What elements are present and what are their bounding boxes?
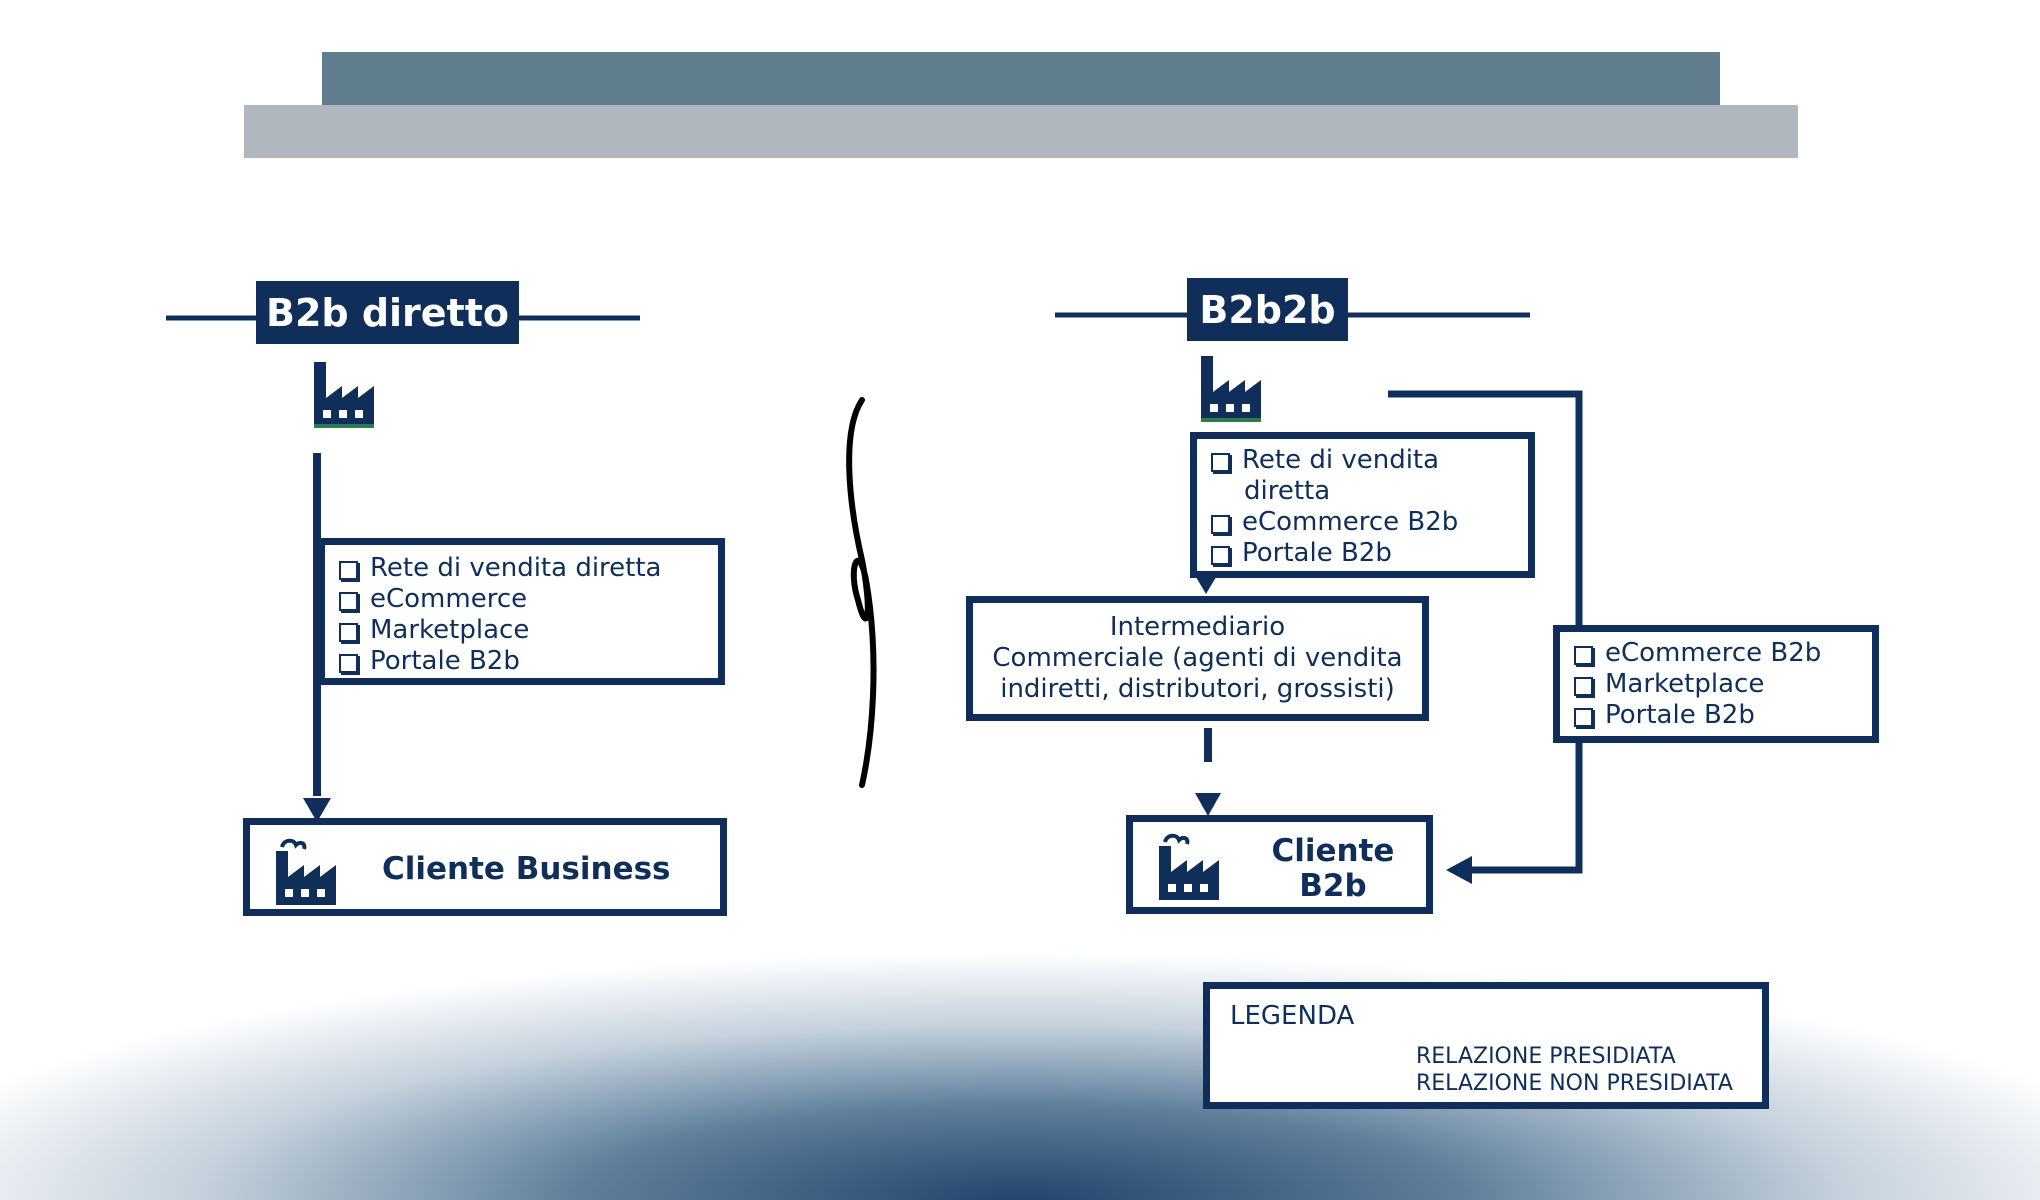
checkbox-icon: [1211, 546, 1230, 565]
direct-channels-box: eCommerce B2b Marketplace Portale B2b: [1553, 625, 1879, 743]
list-item: Rete di vendita: [1207, 445, 1518, 476]
list-item: Rete di vendita diretta: [335, 553, 708, 584]
list-item: eCommerce: [335, 584, 708, 615]
factory-icon: [314, 362, 374, 428]
list-item: Marketplace: [335, 615, 708, 646]
left-arrowhead: [303, 798, 331, 822]
checkbox-icon: [1211, 515, 1230, 534]
list-item: Marketplace: [1570, 669, 1862, 700]
header-bar-top: [322, 52, 1720, 106]
b2b2b-title: B2b2b: [1187, 278, 1348, 341]
legend-title: LEGENDA: [1230, 1001, 1355, 1031]
left-channels-box: Rete di vendita diretta eCommerce Market…: [318, 538, 725, 685]
checkbox-icon: [1574, 677, 1593, 696]
right-channels-box: Rete di vendita diretta eCommerce B2b Po…: [1190, 432, 1535, 578]
list-item-continuation: diretta: [1244, 476, 1331, 506]
legend-item-presidiata: RELAZIONE PRESIDIATA: [1416, 1044, 1676, 1069]
legend-box: LEGENDA RELAZIONE PRESIDIATA RELAZIONE N…: [1203, 982, 1769, 1109]
legend-item-non-presidiata: RELAZIONE NON PRESIDIATA: [1416, 1071, 1733, 1096]
cliente-business-label: Cliente Business: [382, 851, 671, 887]
list-item: Portale B2b: [1570, 700, 1862, 731]
factory-icon: [1159, 833, 1219, 900]
intermediario-line-2: Commerciale (agenti di vendita: [992, 643, 1403, 673]
checkbox-icon: [1574, 708, 1593, 727]
header-bar-bottom: [244, 105, 1798, 158]
intermediario-box: Intermediario Commerciale (agenti di ven…: [966, 596, 1429, 721]
checkbox-icon: [339, 592, 358, 611]
factory-icon: [1201, 356, 1261, 422]
b2b-diretto-title: B2b diretto: [256, 281, 519, 344]
checkbox-icon: [339, 561, 358, 580]
right-direct-arrowhead: [1446, 856, 1472, 884]
cliente-b2b-label: Cliente B2b: [1271, 833, 1395, 904]
checkbox-icon: [339, 654, 358, 673]
cliente-b2b-box: Cliente B2b: [1126, 815, 1433, 914]
list-item: eCommerce B2b: [1207, 507, 1518, 538]
intermediario-line-1: Intermediario: [1109, 612, 1286, 642]
list-item: Portale B2b: [1207, 538, 1518, 569]
cliente-business-box: Cliente Business: [243, 818, 727, 916]
checkbox-icon: [339, 623, 358, 642]
list-item: eCommerce B2b: [1570, 638, 1862, 669]
checkbox-icon: [1574, 646, 1593, 665]
intermediary-arrowhead: [1195, 793, 1221, 816]
intermediario-line-3: indiretti, distributori, grossisti): [1000, 674, 1395, 704]
separator-curve: [846, 397, 877, 788]
list-item: Portale B2b: [335, 646, 708, 677]
factory-icon: [276, 838, 336, 905]
checkbox-icon: [1211, 453, 1230, 472]
